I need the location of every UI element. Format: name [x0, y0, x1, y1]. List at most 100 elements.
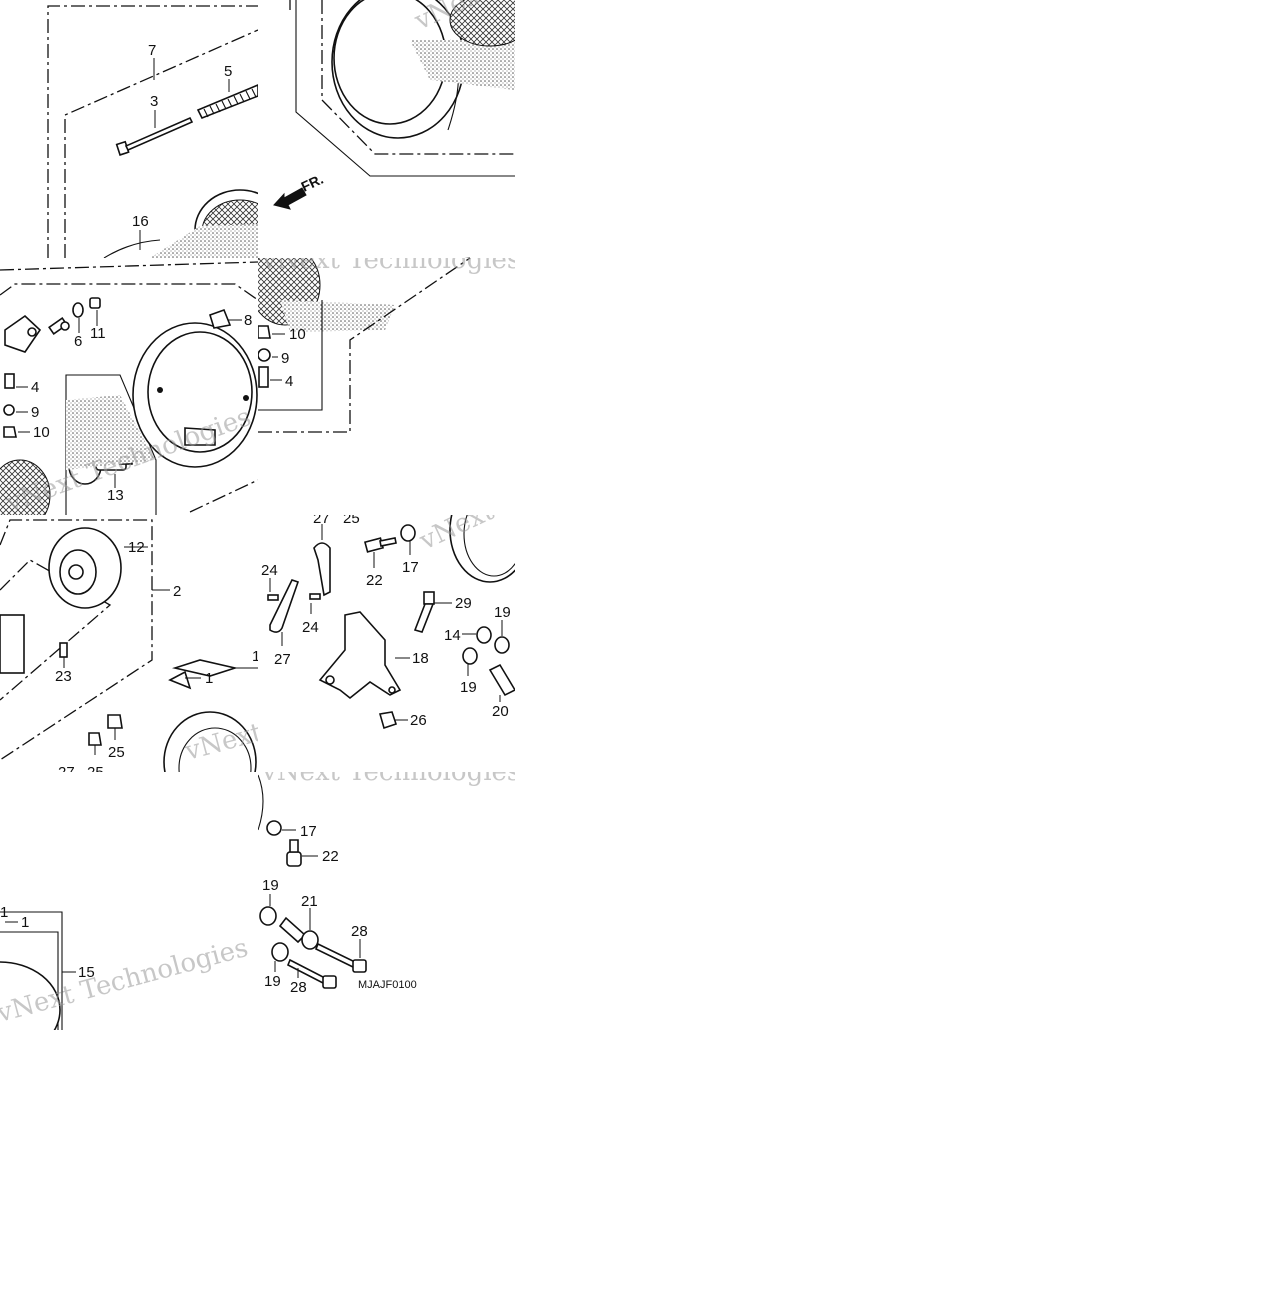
callout-26: 26 [410, 712, 427, 729]
lens-grille-fragment [0, 459, 51, 515]
watermark: vNext Technologies [414, 420, 662, 557]
callout-14: 14 [444, 627, 461, 644]
tile-bottom-left: 1 1 15 vNext Technologies [0, 904, 251, 1030]
callout-17: 17 [402, 559, 419, 576]
callout-9: 9 [281, 350, 289, 367]
tile-mid-left: 11 6 8 4 9 10 13 vNext Technologies [0, 261, 258, 515]
tile-lower-center: 27 25 22 17 24 24 27 29 19 14 18 19 20 2… [261, 420, 662, 730]
tile-bottom-center: 17 22 19 21 28 19 28 MJAJF0100 vNext Tec… [258, 757, 520, 996]
callout-28-lower: 28 [290, 979, 307, 996]
socket-cover-part-12 [48, 527, 122, 609]
nut-part-10 [258, 325, 271, 339]
bolt-part-28-upper [314, 942, 367, 973]
callout-4: 4 [31, 379, 39, 396]
callout-1-upper: 1 [0, 904, 8, 921]
screw-part-4 [4, 373, 15, 389]
callout-20: 20 [492, 703, 509, 720]
washer-part-6 [72, 302, 84, 318]
shading-dots [150, 224, 258, 258]
grommet-part-9 [3, 404, 15, 416]
headlight-case-part [132, 308, 258, 468]
callout-7: 7 [148, 42, 156, 59]
callout-8: 8 [244, 312, 252, 329]
callout-27-lower: 27 [274, 651, 291, 668]
headlight-shell-part [163, 711, 257, 772]
nut-part-10 [3, 426, 17, 438]
callout-15: 15 [78, 964, 95, 981]
headlight-lens-part [0, 961, 61, 1030]
shading-dots [410, 40, 515, 90]
nut-part-17 [266, 820, 282, 836]
callout-24-lower: 24 [302, 619, 319, 636]
front-direction-arrow [273, 187, 307, 210]
callout-27: 27 [313, 510, 330, 527]
callout-25: 25 [343, 510, 360, 527]
callout-10: 10 [289, 326, 306, 343]
mounting-bracket-part [4, 314, 42, 353]
bracket-part-18 [318, 611, 402, 700]
shading-dots [280, 300, 395, 332]
grommet-part-19 [259, 906, 289, 962]
callout-10: 10 [33, 424, 50, 441]
screw-part-3 [115, 116, 194, 156]
collar-part-21 [278, 916, 319, 950]
clamp-part-27-upper [313, 542, 331, 597]
callout-6: 6 [74, 333, 82, 350]
callout-27: 27 [58, 764, 75, 781]
grommet-part-19 [462, 636, 510, 665]
callout-25-lower: 25 [87, 764, 104, 781]
callout-3: 3 [150, 93, 158, 110]
pipe-part-20 [488, 663, 515, 697]
callout-11: 11 [90, 325, 106, 342]
bolt-part-22 [363, 537, 397, 553]
screw-part-24 [267, 593, 321, 601]
callout-19: 19 [262, 877, 279, 894]
nut-part-25 [88, 714, 123, 746]
callout-25: 25 [108, 744, 125, 761]
shading-dots [66, 395, 155, 470]
callout-19-lower: 19 [460, 679, 477, 696]
nut-part-17 [400, 524, 416, 542]
tile-top-center: FR. vNext Technologies [273, 0, 515, 258]
spring-part-5 [196, 84, 258, 120]
bolt-part-29 [413, 591, 435, 633]
screw-part-4 [258, 366, 269, 388]
callout-2: 2 [173, 583, 181, 600]
bolt-part-28-lower [286, 958, 337, 989]
bolt-part-22 [286, 839, 302, 867]
nut-part-26 [378, 711, 398, 730]
callout-12: 12 [128, 539, 145, 556]
clamp-part-27-lower [269, 579, 300, 633]
callout-16: 16 [132, 213, 149, 230]
callout-9: 9 [31, 404, 39, 421]
callout-22: 22 [322, 848, 339, 865]
connector-block [0, 614, 25, 674]
lens-grille-fragment [449, 0, 515, 47]
callout-1-lower: 1 [21, 914, 29, 931]
nut-part-11 [89, 297, 101, 309]
tile-lower-left: 12 2 23 1 1 25 27 25 vNext Technologies [0, 519, 260, 781]
tile-top-left: 7 5 3 16 [47, 5, 258, 258]
front-direction-label: FR. [299, 171, 326, 195]
callout-21: 21 [301, 893, 318, 910]
watermark: vNext Technologies [261, 245, 520, 275]
callout-28: 28 [351, 923, 368, 940]
grommet-part-9 [258, 348, 271, 362]
collar-part-14 [476, 626, 492, 644]
callout-19: 19 [494, 604, 511, 621]
callout-29: 29 [455, 595, 472, 612]
callout-5: 5 [224, 63, 232, 80]
callout-4: 4 [285, 373, 293, 390]
callout-23: 23 [55, 668, 72, 685]
tile-mid-center: 10 9 4 vNext Technologies [258, 245, 520, 433]
diagram-code: MJAJF0100 [358, 979, 417, 991]
callout-18: 18 [412, 650, 429, 667]
watermark: vNext Technologies [261, 757, 520, 787]
pad-part-1 [168, 659, 239, 690]
callout-1-upper: 1 [252, 648, 260, 665]
callout-22: 22 [366, 572, 383, 589]
headlight-shell-part [449, 515, 515, 583]
callout-19-lower: 19 [264, 973, 281, 990]
